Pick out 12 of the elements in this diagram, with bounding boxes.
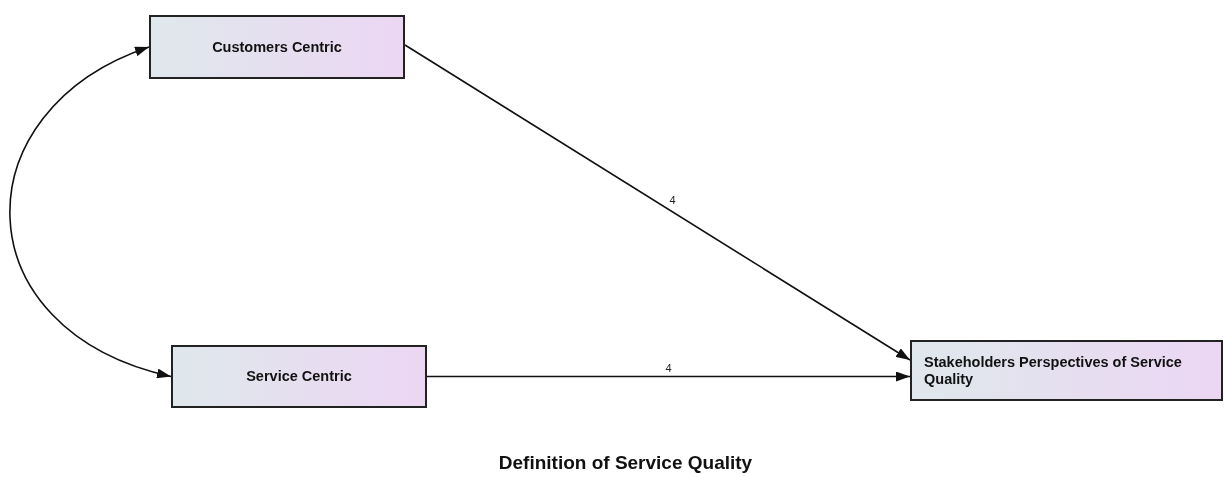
caption: Definition of Service Quality — [497, 452, 754, 474]
node-label: Stakeholders Perspectives of Service Quality — [924, 353, 1183, 388]
variable-box — [171, 345, 427, 408]
node-label: Service Centric — [246, 368, 352, 385]
arrow — [404, 44, 911, 361]
node-label: Customers Centric — [212, 38, 342, 56]
edge-label: 4 — [667, 194, 678, 206]
variable-box — [149, 15, 405, 79]
variable-box — [910, 340, 1223, 401]
arrow — [9, 46, 172, 378]
arrow — [426, 371, 911, 382]
edge-label: 4 — [663, 362, 674, 373]
